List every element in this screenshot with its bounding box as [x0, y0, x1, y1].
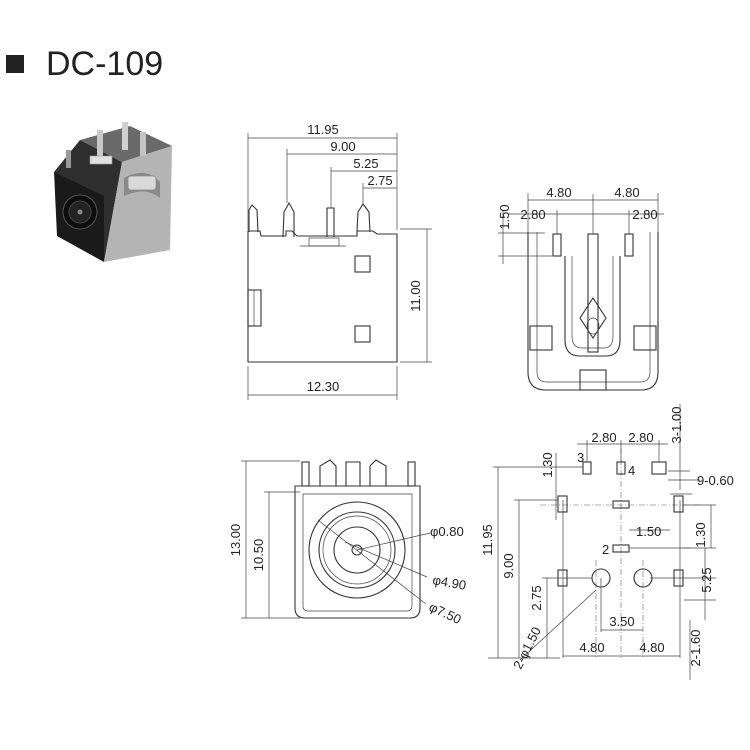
fp-dim-5-25: 5.25	[699, 567, 714, 592]
front-dim-11-00: 11.00	[408, 280, 423, 312]
fp-dim-1-30-right: 1.30	[693, 522, 708, 547]
bottom-view: 13.00 10.50 φ0.80 φ4.90 φ7.50	[228, 459, 467, 627]
bottom-dim-phi-0-80: φ0.80	[430, 524, 464, 539]
fp-dim-4-80-left: 4.80	[579, 640, 604, 655]
side-dim-1-50: 1.50	[497, 204, 512, 229]
front-dim-5-25: 5.25	[353, 156, 378, 171]
bottom-dim-13-00: 13.00	[228, 524, 243, 557]
pcb-footprint: 2.80 2.80 3-1.00 1.30 9-0.60 11.95 9.00 …	[480, 404, 734, 680]
side-dim-2-80-left: 2.80	[520, 207, 545, 222]
bottom-dim-phi-4-90: φ4.90	[431, 572, 467, 593]
fp-dim-2-80-left: 2.80	[591, 430, 616, 445]
fp-dim-3-1-00: 3-1.00	[669, 407, 684, 444]
bottom-dim-phi-7-50: φ7.50	[427, 599, 464, 627]
fp-pin-3: 3	[577, 450, 584, 465]
fp-dim-2-1-60: 2-1.60	[688, 630, 703, 667]
front-dim-2-75: 2.75	[367, 173, 392, 188]
fp-dim-9-00: 9.00	[501, 553, 516, 578]
fp-pin-4: 4	[628, 463, 635, 478]
front-dim-9-00: 9.00	[330, 139, 355, 154]
side-dim-4-80-right: 4.80	[614, 185, 639, 200]
side-view: 4.80 4.80 2.80 2.80 1.50	[497, 185, 664, 391]
fp-dim-2-80-right: 2.80	[628, 430, 653, 445]
side-dim-4-80-left: 4.80	[546, 185, 571, 200]
front-dim-11-95: 11.95	[307, 122, 339, 137]
fp-dim-11-95: 11.95	[480, 524, 495, 556]
fp-dim-1-50: 1.50	[636, 524, 661, 539]
fp-dim-9-0-60: 9-0.60	[697, 473, 734, 488]
product-photo	[54, 122, 172, 262]
fp-dim-2-75: 2.75	[529, 585, 544, 610]
fp-pin-2: 2	[602, 542, 609, 557]
title-bullet	[6, 55, 24, 73]
diagram-title: DC-109	[46, 45, 164, 83]
fp-dim-4-80-right: 4.80	[639, 640, 664, 655]
front-dim-12-30: 12.30	[307, 379, 340, 394]
fp-dim-2-phi-1-50: 2-φ1.50	[510, 624, 544, 671]
side-dim-2-80-right: 2.80	[632, 207, 657, 222]
fp-dim-1-30-top: 1.30	[540, 452, 555, 477]
front-view: 11.95 9.00 5.25 2.75 11.00 12.30	[247, 122, 432, 400]
fp-dim-3-50: 3.50	[609, 614, 634, 629]
bottom-dim-10-50: 10.50	[251, 539, 266, 572]
